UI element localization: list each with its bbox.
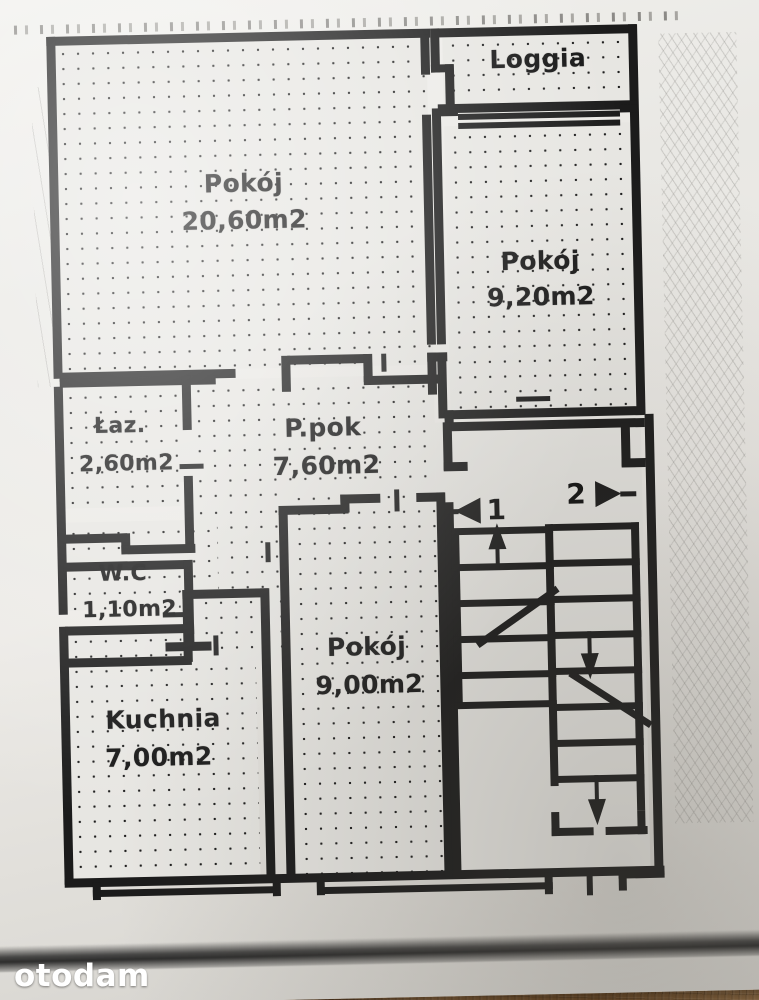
- stair-bottom-landing-left-h: [551, 827, 594, 837]
- entry-marker-2-stem: [620, 491, 637, 497]
- wall-pokoj-ne-west-lower: [437, 356, 448, 419]
- label-pokoj-south-area: 9,00m2: [315, 668, 424, 701]
- wall-bottom-right-return-v: [618, 870, 627, 891]
- wall-pokoj-main-south-3: [281, 355, 291, 392]
- label-przedpokoj-name: P.pok: [283, 412, 362, 443]
- entry-marker-2-label: 2: [565, 477, 587, 511]
- label-kuchnia-area: 7,00m2: [104, 741, 213, 773]
- wall-lazienka-south: [63, 533, 128, 544]
- label-pokoj-ne-name: Pokój: [500, 245, 581, 277]
- wall-door-tick-top: [381, 353, 387, 372]
- label-wc-name: W.C: [98, 560, 148, 587]
- wall-ppok-door-jamb: [265, 542, 271, 563]
- wall-wc-door-tick2: [213, 635, 219, 656]
- wall-loggia-door-right: [619, 104, 638, 113]
- wall-pokoj-s-north: [278, 504, 349, 516]
- label-pokoj-ne-area: 9,20m2: [486, 281, 596, 313]
- stair-bottom-landing-right: [637, 810, 646, 835]
- label-lazienka-name: Łaz.: [93, 412, 146, 440]
- wall-bottom-post: [586, 869, 594, 896]
- wall-pokoj-s-north-3: [340, 493, 381, 504]
- otodam-watermark: otodam: [14, 958, 150, 994]
- wall-bottom-window-band-2: [320, 882, 553, 895]
- wall-bottom-ledge-right: [544, 872, 553, 895]
- wall-lazienka-east-upper: [181, 375, 192, 431]
- wall-bottom-ledge-mid: [272, 878, 281, 897]
- wall-lazienka-east-lower: [183, 475, 195, 547]
- wall-bottom-window-band: [92, 886, 279, 898]
- wall-bottom-ledge-left: [92, 881, 102, 901]
- label-lazienka-area: 2,60m2: [78, 450, 175, 478]
- wall-pokoj-ne-south-sill: [516, 396, 551, 402]
- label-pokoj-main-area: 20,60m2: [181, 204, 308, 237]
- wall-hall-west-jog: [443, 461, 468, 472]
- wall-hall-east-jog-h: [621, 457, 646, 468]
- label-wc-area: 1,10m2: [81, 596, 178, 624]
- wall-loggia-left-jog-down: [444, 64, 455, 109]
- wall-ppok-top-right-h: [427, 352, 448, 362]
- wall-pokoj-s-door-tick: [394, 489, 400, 512]
- wall-pokoj-main-east-upper: [420, 34, 431, 75]
- stair-up-arrow-head: [487, 523, 507, 550]
- stair-down-arrow-head-mid: [580, 653, 600, 680]
- wall-lazienka-south-step-h: [121, 543, 196, 555]
- room-fill-pokoj-main: [52, 34, 434, 373]
- wall-bottom-ledge-mid2: [316, 877, 325, 896]
- entry-marker-1-stem: [444, 509, 459, 515]
- floor-plan-drawing: 1 2 Pokój 20,60m2 Loggia Pokój 9,20m2 Ła…: [40, 21, 699, 901]
- stair-down-arrow-head-bottom: [587, 798, 607, 826]
- wall-pokoj-main-south: [287, 354, 368, 365]
- label-pokoj-main-name: Pokój: [203, 167, 284, 199]
- entry-marker-2-arrow: [594, 480, 622, 508]
- label-przedpokoj-area: 7,60m2: [272, 449, 381, 482]
- label-loggia-name: Loggia: [489, 43, 587, 75]
- label-pokoj-south-name: Pokój: [326, 631, 407, 662]
- entry-marker-1-label: 1: [486, 493, 507, 527]
- label-kuchnia-name: Kuchnia: [105, 703, 222, 735]
